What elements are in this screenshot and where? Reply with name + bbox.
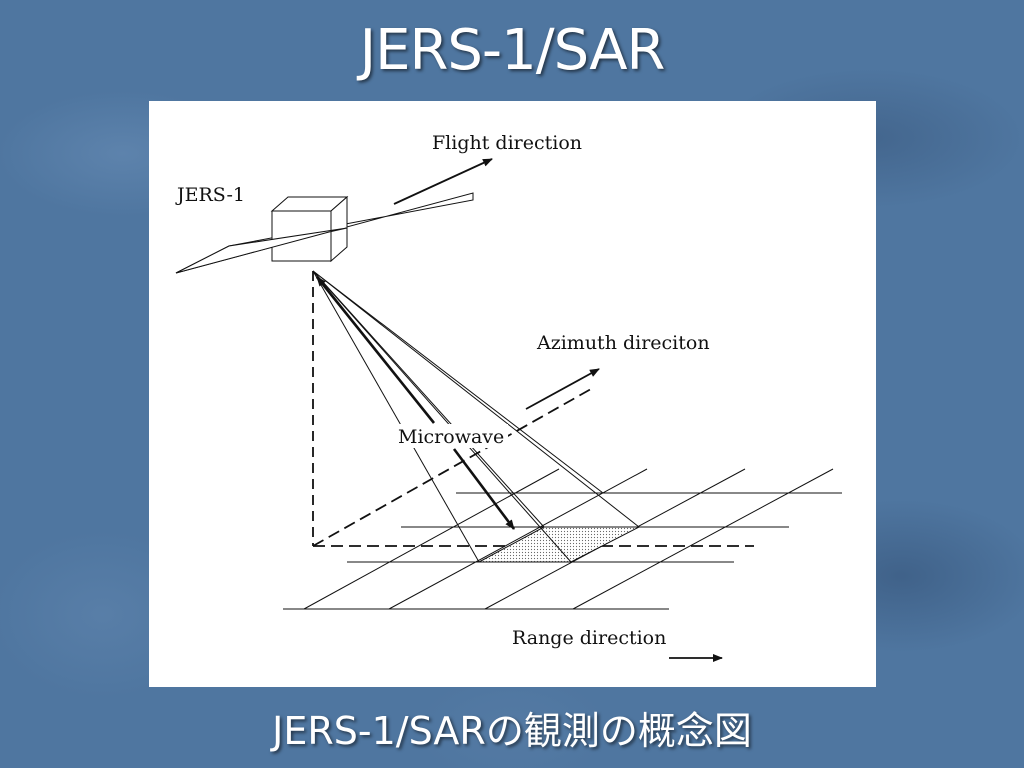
microwave-return-arrow [315,276,436,424]
slide-title: JERS-1/SAR [359,18,666,83]
ground-grid [283,468,842,610]
range-direction-label: Range direction [512,627,666,649]
satellite-body [270,195,349,263]
radar-beam [312,270,640,563]
flight-direction-arrow [393,158,493,205]
slide-caption: JERS-1/SARの観測の概念図 [272,709,752,753]
azimuth-direction-label: Azimuth direciton [536,332,710,354]
satellite-label: JERS-1 [175,184,245,206]
diagram-canvas: Flight direction JERS-1 Azimuth direcito… [175,132,842,662]
flight-direction-label: Flight direction [432,132,582,154]
illuminated-footprint [478,526,640,563]
azimuth-direction-arrow [525,368,600,410]
sar-observation-diagram: Flight direction JERS-1 Azimuth direcito… [149,101,876,687]
microwave-incident-arrow [452,448,516,530]
microwave-label: Microwave [398,426,504,448]
